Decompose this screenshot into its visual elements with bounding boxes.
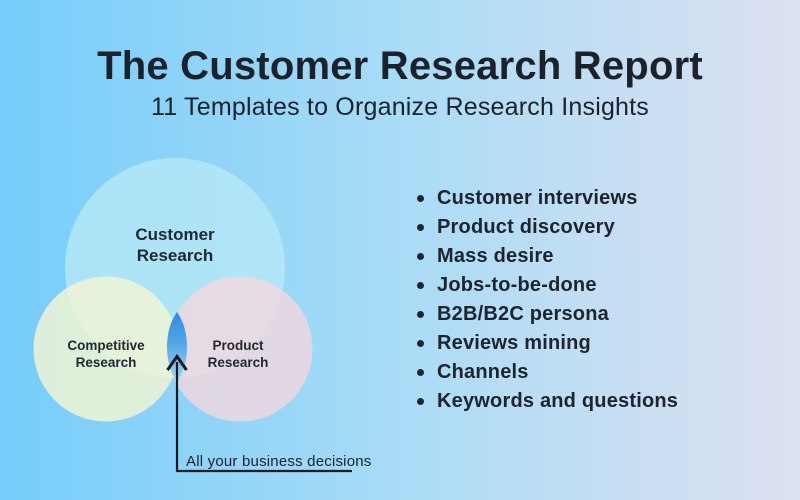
list-item: Customer interviews [417, 184, 678, 213]
bullet-dot-icon [417, 282, 424, 289]
list-item: Mass desire [417, 242, 678, 271]
bullet-dot-icon [417, 398, 424, 405]
product-research-circle [167, 276, 313, 422]
arrow-up-icon [166, 353, 188, 371]
page-subtitle: 11 Templates to Organize Research Insigh… [150, 93, 649, 121]
annotation-connector-line [175, 362, 352, 473]
bullet-dot-icon [417, 369, 424, 376]
bullet-dot-icon [417, 195, 424, 202]
list-item: Channels [417, 358, 678, 387]
product-research-label: Product Research [207, 338, 269, 370]
bullet-dot-icon [417, 224, 424, 231]
bullet-dot-icon [417, 340, 424, 347]
list-item: B2B/B2C persona [417, 300, 678, 329]
customer-research-label: Customer Research [135, 225, 215, 265]
competitive-research-label: Competitive Research [67, 338, 145, 370]
page-title: The Customer Research Report [97, 44, 703, 88]
competitive-research-circle [33, 276, 179, 422]
list-item: Keywords and questions [417, 387, 678, 416]
annotation-label: All your business decisions [186, 453, 372, 470]
bullet-dot-icon [417, 311, 424, 318]
header: The Customer Research Report 11 Template… [0, 44, 800, 122]
insights-list: Customer interviews Product discovery Ma… [417, 184, 678, 416]
list-item: Jobs-to-be-done [417, 271, 678, 300]
list-item: Reviews mining [417, 329, 678, 358]
bullet-dot-icon [417, 253, 424, 260]
list-item: Product discovery [417, 213, 678, 242]
